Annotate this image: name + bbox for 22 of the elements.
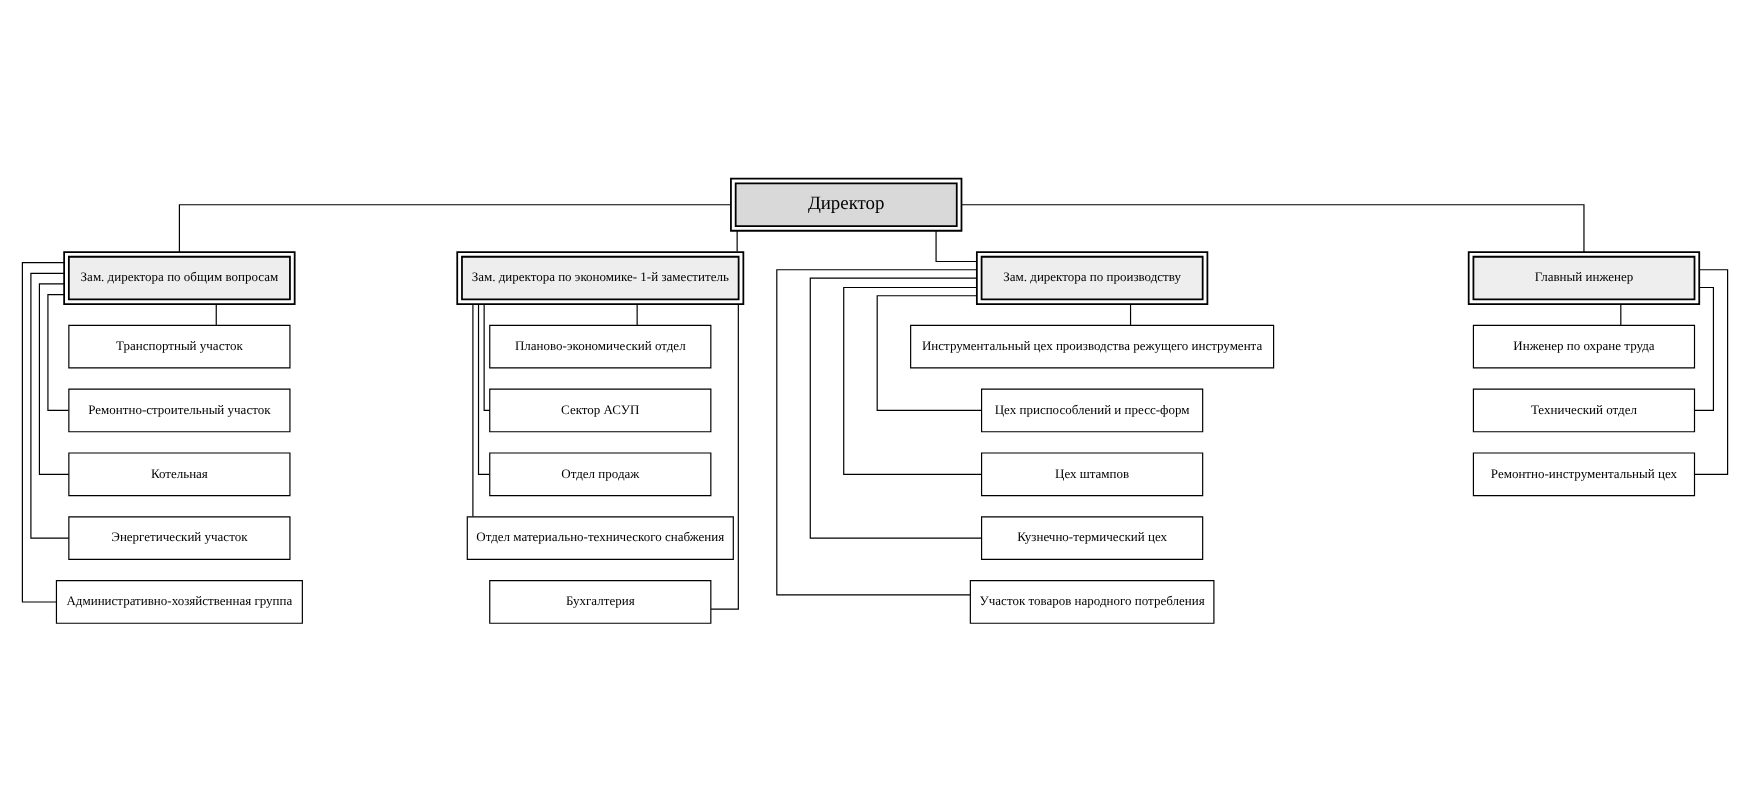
connector <box>472 303 474 518</box>
connector <box>483 303 491 412</box>
connector <box>30 272 70 539</box>
connector <box>21 262 65 603</box>
connector <box>47 294 70 412</box>
connector <box>1129 303 1132 326</box>
connector <box>636 303 638 326</box>
connector <box>710 304 739 610</box>
connector <box>178 204 732 253</box>
connector <box>38 283 70 475</box>
connector <box>1694 269 1729 475</box>
connector <box>843 286 982 475</box>
connector <box>1620 303 1622 326</box>
connector <box>809 277 983 539</box>
connector <box>776 269 978 596</box>
connector <box>1694 286 1714 412</box>
connector <box>215 303 217 326</box>
connector <box>736 230 738 253</box>
connector <box>876 295 983 412</box>
connector <box>477 303 490 475</box>
connector <box>960 204 1585 253</box>
connector <box>935 230 978 263</box>
